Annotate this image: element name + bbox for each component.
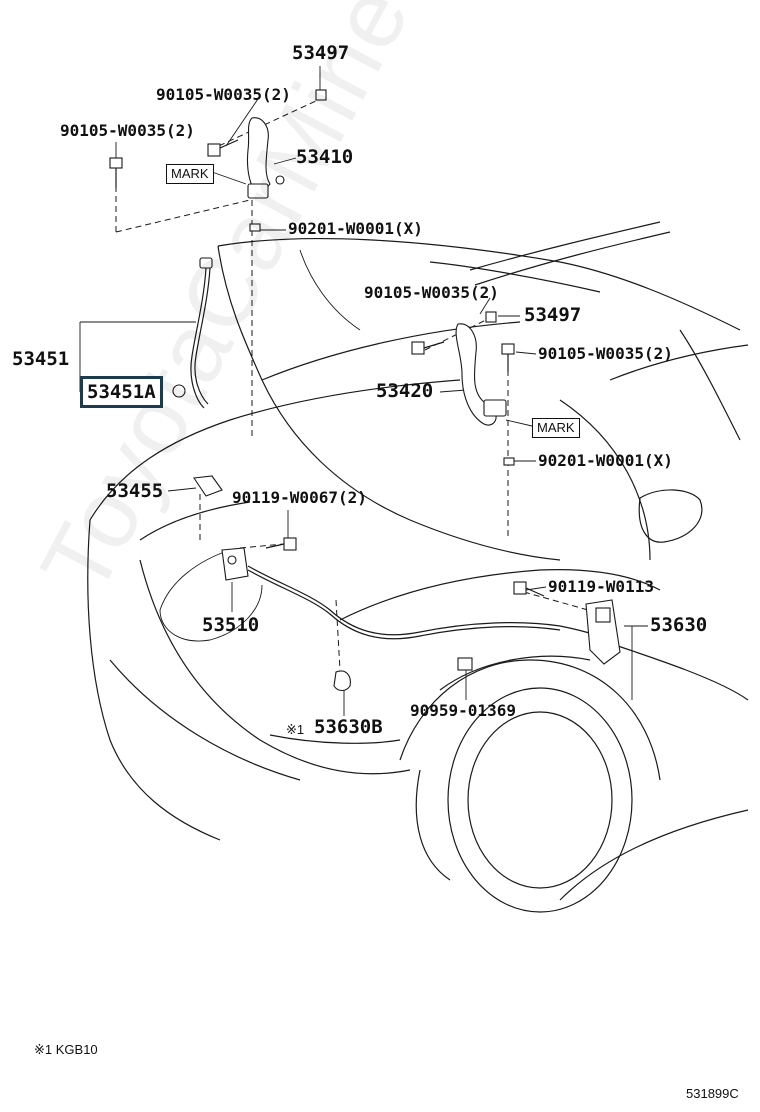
bumper-outline bbox=[87, 379, 749, 901]
windshield-outline bbox=[469, 221, 749, 561]
hood-hinge-right-shape bbox=[455, 323, 515, 466]
release-cable-shape bbox=[247, 565, 605, 639]
side-mirror-outline bbox=[638, 489, 703, 543]
clamp-label[interactable]: 90959-01369 bbox=[410, 701, 516, 720]
figure-code: 531899C bbox=[686, 1086, 739, 1101]
clip-top-label[interactable]: 90201-W0001(X) bbox=[288, 219, 423, 238]
bolt-mid-right-label[interactable]: 90105-W0035(2) bbox=[538, 344, 673, 363]
hood-hinge-left-shape bbox=[246, 117, 285, 232]
bolt-lever-label[interactable]: 90119-W0113 bbox=[548, 577, 654, 596]
bolt-mid-label[interactable]: 90105-W0035(2) bbox=[364, 283, 499, 302]
bolt-top-right-label[interactable]: 90105-W0035(2) bbox=[156, 85, 291, 104]
release-lever-shape bbox=[585, 599, 621, 665]
assembly-lines bbox=[115, 99, 589, 671]
hood-lock-shape bbox=[193, 475, 249, 581]
clip-mid-label[interactable]: 90201-W0001(X) bbox=[538, 451, 673, 470]
release-cable-shape-inner bbox=[247, 569, 561, 640]
part-53455-label[interactable]: 53455 bbox=[106, 480, 164, 502]
part-53630b-label[interactable]: 53630B bbox=[314, 716, 383, 738]
hood-support-rod-shape bbox=[172, 257, 213, 409]
bolt-lock-label[interactable]: 90119-W0067(2) bbox=[232, 488, 367, 507]
part-53510-label[interactable]: 53510 bbox=[202, 614, 260, 636]
part-53420-label[interactable]: 53420 bbox=[376, 380, 434, 402]
bolt-top-left-label[interactable]: 90105-W0035(2) bbox=[60, 121, 195, 140]
cable-clamp-shape bbox=[457, 657, 473, 671]
hood-outline bbox=[217, 237, 741, 561]
grommet-shape bbox=[333, 670, 351, 692]
part-53630b-prefix: ※1 bbox=[286, 722, 305, 737]
part-53451-label[interactable]: 53451 bbox=[12, 348, 70, 370]
footnote: ※1 KGB10 bbox=[34, 1042, 98, 1057]
wheel-outline bbox=[399, 659, 661, 913]
part-53497-top-label[interactable]: 53497 bbox=[292, 42, 350, 64]
part-53451a-label[interactable]: 53451A bbox=[80, 376, 163, 408]
part-53497-mid-label[interactable]: 53497 bbox=[524, 304, 582, 326]
mark-right-box: MARK bbox=[532, 418, 580, 438]
bolt-shapes bbox=[109, 89, 545, 597]
mark-left-box: MARK bbox=[166, 164, 214, 184]
part-53410-label[interactable]: 53410 bbox=[296, 146, 354, 168]
part-53630-label[interactable]: 53630 bbox=[650, 614, 708, 636]
